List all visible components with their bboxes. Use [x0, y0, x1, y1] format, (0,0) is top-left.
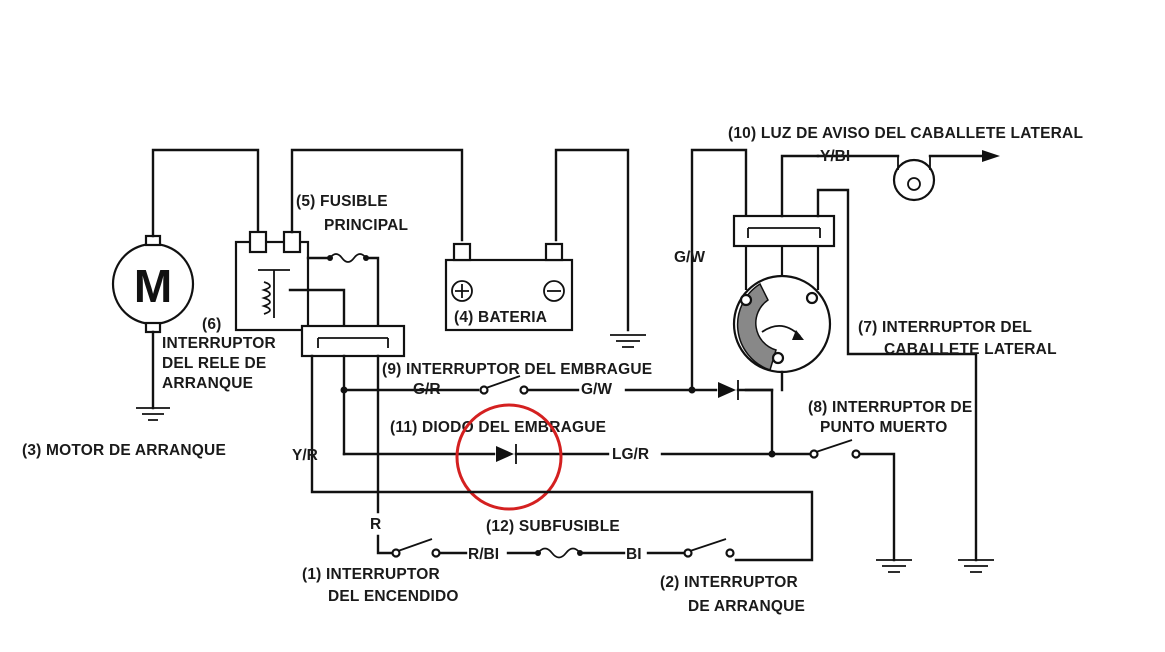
subfuse-label: (12) SUBFUSIBLE: [486, 518, 620, 535]
relay-number: (6): [202, 316, 222, 333]
wire-label-r: R: [370, 516, 381, 533]
highlight-circle: [455, 403, 563, 511]
fuse-label-1: (5) FUSIBLE: [296, 193, 388, 210]
arrow-right-icon: [982, 150, 1000, 162]
clutch-switch: [479, 375, 529, 395]
starter-switch-label-2: DE ARRANQUE: [688, 598, 805, 615]
subfuse: [535, 547, 583, 559]
sidestand-switch-label-1: (7) INTERRUPTOR DEL: [858, 319, 1032, 336]
ground-icon: [136, 407, 170, 421]
neutral-switch-label-2: PUNTO MUERTO: [820, 419, 948, 436]
sidestand-switch-label-2: CABALLETE LATERAL: [884, 341, 1057, 358]
wire-label-yr: Y/R: [292, 447, 318, 464]
clutch-switch-label: (9) INTERRUPTOR DEL EMBRAGUE: [382, 361, 652, 378]
wire-label-bi: BI: [626, 546, 642, 563]
warning-lamp-icon: [892, 156, 936, 202]
starter-motor: M: [111, 234, 195, 334]
ground-icon: [610, 334, 646, 348]
neutral-switch: [809, 439, 861, 459]
main-fuse: [327, 253, 369, 263]
starter-relay: [234, 230, 310, 332]
diode-icon: [718, 380, 739, 400]
clutch-diode-label: (11) DIODO DEL EMBRAGUE: [390, 419, 606, 436]
clutch-diode-icon: [496, 444, 517, 464]
starter-switch-label-1: (2) INTERRUPTOR: [660, 574, 798, 591]
battery-label: (4) BATERIA: [454, 309, 547, 326]
ignition-switch-label-2: DEL ENCENDIDO: [328, 588, 459, 605]
relay-connector: [300, 324, 406, 358]
relay-label-3: ARRANQUE: [162, 375, 253, 392]
ignition-switch: [391, 538, 441, 558]
wire-label-gr: G/R: [413, 381, 441, 398]
sidestand-connector: [732, 214, 836, 248]
wire-label-gw-clutch: G/W: [581, 381, 612, 398]
ground-icon: [876, 559, 912, 573]
sidestand-switch: [732, 246, 832, 374]
neutral-switch-label-1: (8) INTERRUPTOR DE: [808, 399, 972, 416]
ground-icon: [958, 559, 994, 573]
wire-label-lgr: LG/R: [612, 446, 649, 463]
warning-light-label: (10) LUZ DE AVISO DEL CABALLETE LATERAL: [728, 125, 1083, 142]
wire-label-rbi: R/BI: [468, 546, 499, 563]
relay-label-2: DEL RELE DE: [162, 355, 266, 372]
relay-label-1: INTERRUPTOR: [162, 335, 276, 352]
ignition-switch-label-1: (1) INTERRUPTOR: [302, 566, 440, 583]
motor-label: (3) MOTOR DE ARRANQUE: [22, 442, 226, 459]
starter-switch: [683, 538, 735, 558]
wire-label-ybi: Y/BI: [820, 148, 850, 165]
wire-label-gw-vertical: G/W: [674, 249, 705, 266]
motor-letter: M: [134, 260, 172, 312]
battery: [444, 242, 574, 332]
fuse-label-2: PRINCIPAL: [324, 217, 408, 234]
